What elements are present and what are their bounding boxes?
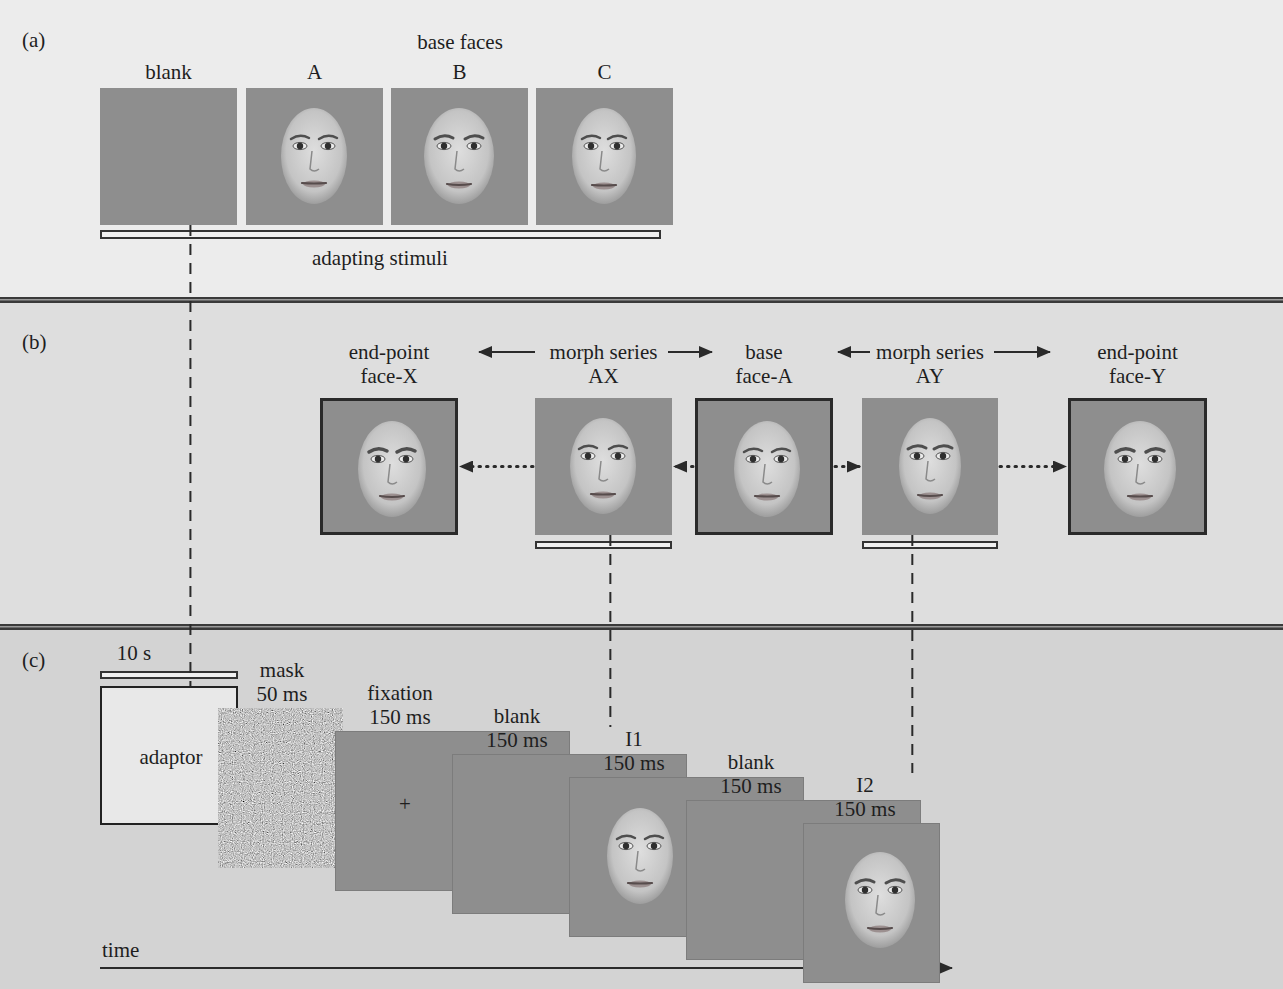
stimulus-label: blank	[452, 704, 582, 728]
direction-arrow	[668, 351, 712, 353]
heading-block: blank150 ms	[452, 704, 582, 752]
panel-letter: (b)	[22, 330, 47, 354]
screen-face	[100, 88, 237, 225]
screen-face	[1068, 398, 1207, 535]
screen-face	[320, 398, 458, 535]
stimulus-bar	[863, 542, 997, 548]
adapting-stimulus: B	[391, 60, 528, 225]
adapting-stimulus: A	[246, 60, 383, 225]
stimulus-label: 150 ms	[803, 797, 927, 821]
screen-face	[862, 398, 998, 535]
heading-block: C	[536, 60, 673, 84]
heading-block: end-point face-Y	[1083, 340, 1193, 388]
face-illustration	[391, 88, 528, 225]
test-screen: I2150 ms	[803, 773, 940, 983]
morph-arrow	[1000, 465, 1066, 468]
screen-face	[535, 398, 672, 535]
screen-face	[391, 88, 528, 225]
stimulus-label: I2	[803, 773, 927, 797]
heading-block: morph seriesAY	[865, 340, 995, 388]
face-stimulus: base face-A	[695, 340, 833, 535]
screen-face	[536, 88, 673, 225]
stimulus-label: 150 ms	[686, 774, 816, 798]
face-illustration	[536, 88, 673, 225]
panel-letter: (c)	[22, 648, 45, 672]
heading-block: fixation150 ms	[335, 681, 465, 729]
stimulus-bar	[101, 231, 660, 238]
stimulus-label: base face-A	[727, 340, 802, 388]
dashed-link	[189, 225, 191, 686]
stimulus-label: AY	[865, 364, 995, 388]
face-stimulus: end-point face-Y	[1068, 340, 1207, 535]
annotation-label: adapting stimuli	[312, 246, 448, 270]
stimulus-label: 150 ms	[335, 705, 465, 729]
adapting-stimulus: C	[536, 60, 673, 225]
dashed-link	[609, 535, 611, 727]
stimulus-label: mask	[217, 658, 347, 682]
face-illustration	[1071, 401, 1207, 535]
stimulus-label: end-point face-Y	[1083, 340, 1193, 388]
duration-bar	[101, 672, 237, 678]
face-stimulus: end-point face-X	[320, 340, 458, 535]
adapting-stimulus: blank	[100, 60, 237, 225]
screen-face	[246, 88, 383, 225]
panel-separator	[0, 297, 1283, 303]
stimulus-label: fixation	[335, 681, 465, 705]
face-illustration	[535, 398, 672, 535]
heading-block: blank	[100, 60, 237, 84]
stimulus-label: 150 ms	[569, 751, 699, 775]
stimulus-label: C	[536, 60, 673, 84]
noise-mask	[218, 708, 343, 868]
panel-letter: (a)	[22, 28, 45, 52]
face-stimulus: morph seriesAY	[862, 340, 998, 535]
morph-arrow	[460, 465, 533, 468]
heading-block: B	[391, 60, 528, 84]
face-stimulus: morph seriesAX	[535, 340, 672, 535]
face-illustration	[246, 88, 383, 225]
heading-block: A	[246, 60, 383, 84]
direction-arrow	[838, 351, 870, 353]
morph-arrow	[674, 465, 693, 468]
panel-separator	[0, 624, 1283, 630]
face-illustration	[698, 401, 833, 535]
screen-face	[218, 708, 343, 868]
direction-arrow	[994, 351, 1050, 353]
dashed-link	[911, 535, 913, 773]
face-illustration	[804, 824, 940, 983]
stimulus-label: end-point face-X	[334, 340, 444, 388]
stimulus-label: 50 ms	[217, 682, 347, 706]
annotation-label: 10 s	[117, 641, 151, 665]
annotation-label: time	[102, 938, 139, 962]
screen-face	[695, 398, 833, 535]
heading-block: I1150 ms	[569, 727, 699, 775]
inner-label: +	[399, 792, 411, 816]
stimulus-label: I1	[569, 727, 699, 751]
panel-separator	[0, 299, 1283, 301]
panel-separator	[0, 626, 1283, 628]
direction-arrow	[479, 351, 535, 353]
heading-block: mask50 ms	[217, 658, 347, 706]
face-illustration	[862, 398, 998, 535]
stimulus-label: B	[391, 60, 528, 84]
annotation-label: base faces	[417, 30, 503, 54]
stimulus-label: blank	[686, 750, 816, 774]
heading-block: base face-A	[727, 340, 802, 388]
heading-block: end-point face-X	[334, 340, 444, 388]
face-illustration	[323, 401, 458, 535]
stimulus-label: morph series	[539, 340, 669, 364]
stimulus-label: blank	[100, 60, 237, 84]
stimulus-label: A	[246, 60, 383, 84]
inner-label: adaptor	[140, 745, 203, 769]
mask-screen: mask50 ms	[218, 658, 343, 868]
stimulus-label: AX	[539, 364, 669, 388]
heading-block: morph seriesAX	[539, 340, 669, 388]
screen-face	[803, 823, 940, 983]
stimulus-label: morph series	[865, 340, 995, 364]
heading-block: I2150 ms	[803, 773, 927, 821]
stimulus-label: 150 ms	[452, 728, 582, 752]
morph-arrow	[835, 465, 860, 468]
stimulus-bar	[536, 542, 671, 548]
heading-block: blank150 ms	[686, 750, 816, 798]
